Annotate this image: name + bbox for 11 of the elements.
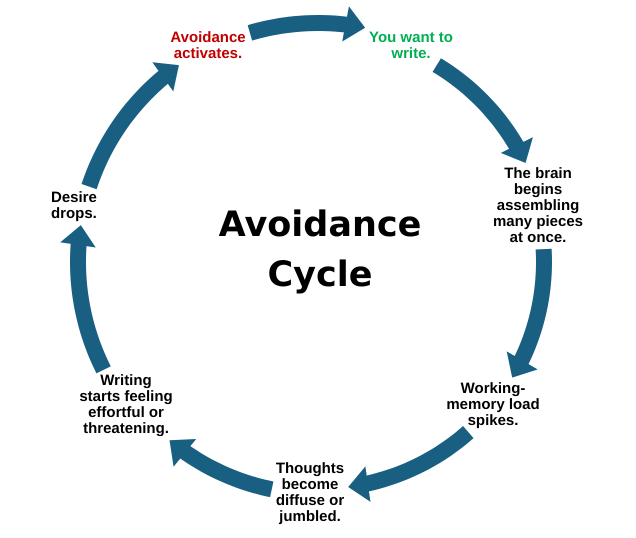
diagram-title: Avoidance Cycle (218, 204, 422, 297)
step-text: Avoidance activates. (170, 30, 246, 62)
step-text: Thoughts become diffuse or jumbled. (275, 461, 345, 525)
step-text: Writing starts feeling effortful or threatening. (78, 373, 174, 437)
cycle-arrow (60, 224, 111, 374)
step-text: You want to write. (368, 30, 454, 62)
cycle-arrow (347, 426, 474, 502)
cycle-arrow (248, 6, 367, 42)
step-text: Desire drops. (51, 190, 111, 222)
step-text: The brain begins assembling many pieces at once. (492, 166, 584, 246)
step-text: Working-memory load spikes. (446, 381, 540, 429)
